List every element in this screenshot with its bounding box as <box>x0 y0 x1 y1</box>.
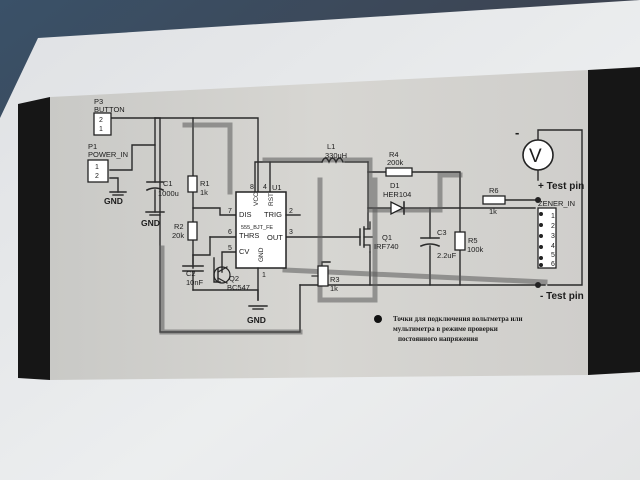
svg-text:R1: R1 <box>200 179 210 188</box>
svg-text:5: 5 <box>228 245 232 252</box>
gnd-symbol-u1: GND <box>247 305 268 325</box>
d1-diode: D1 HER104 <box>383 181 411 216</box>
svg-text:BUTTON: BUTTON <box>94 105 125 114</box>
svg-text:7: 7 <box>228 208 232 215</box>
svg-text:1k: 1k <box>330 284 338 293</box>
zener-in-connector: ZENER_IN 1 2 3 4 5 6 <box>535 197 575 288</box>
svg-text:R2: R2 <box>174 222 184 231</box>
svg-text:GND: GND <box>258 247 265 262</box>
svg-text:2: 2 <box>95 173 99 180</box>
test-point-note: Точки для подключения вольтметра или мул… <box>374 315 523 343</box>
svg-text:POWER_IN: POWER_IN <box>88 150 128 159</box>
r2-resistor: R2 20k <box>172 221 198 241</box>
svg-text:VCC: VCC <box>253 192 260 206</box>
svg-text:THRS: THRS <box>239 231 259 240</box>
svg-text:V: V <box>529 146 542 167</box>
svg-text:мультиметра в режиме проверки: мультиметра в режиме проверки <box>393 325 498 333</box>
svg-text:CV: CV <box>239 247 249 256</box>
svg-text:GND: GND <box>104 196 123 206</box>
svg-text:C3: C3 <box>437 228 447 237</box>
q1-mosfet: Q1 IRF740 <box>359 221 399 253</box>
c1-capacitor: C1 1000u <box>145 179 179 198</box>
svg-text:R4: R4 <box>389 150 399 159</box>
svg-text:6: 6 <box>228 229 232 236</box>
svg-text:1: 1 <box>95 164 99 171</box>
svg-text:OUT: OUT <box>267 233 283 242</box>
svg-text:4: 4 <box>551 243 555 250</box>
svg-text:1k: 1k <box>489 207 497 216</box>
r6-resistor: R6 1k <box>482 186 506 216</box>
svg-text:3: 3 <box>551 233 555 240</box>
svg-text:C2: C2 <box>186 269 196 278</box>
l1-inductor: L1 330uH <box>321 142 347 164</box>
svg-text:U1: U1 <box>272 183 282 192</box>
svg-text:HER104: HER104 <box>383 190 411 199</box>
svg-text:3: 3 <box>289 229 293 236</box>
svg-text:8: 8 <box>250 184 254 191</box>
svg-text:- Test pin: - Test pin <box>540 291 584 302</box>
svg-text:555_BJT_FE: 555_BJT_FE <box>241 225 273 231</box>
svg-text:BC547: BC547 <box>227 283 250 292</box>
svg-text:4: 4 <box>263 184 267 191</box>
svg-text:10nF: 10nF <box>186 278 204 287</box>
svg-text:TRIG: TRIG <box>264 210 282 219</box>
svg-text:D1: D1 <box>390 181 400 190</box>
svg-text:2: 2 <box>551 223 555 230</box>
svg-text:ZENER_IN: ZENER_IN <box>538 199 575 208</box>
dark-band-right <box>588 67 640 375</box>
svg-text:5: 5 <box>551 252 555 259</box>
svg-text:2: 2 <box>289 208 293 215</box>
svg-text:6: 6 <box>551 261 555 268</box>
svg-text:C1: C1 <box>163 179 173 188</box>
svg-text:R5: R5 <box>468 236 478 245</box>
svg-text:Q1: Q1 <box>382 233 392 242</box>
r1-resistor: R1 1k <box>187 175 210 197</box>
p1-power-connector: P1 POWER_IN 1 2 <box>87 142 128 183</box>
svg-text:2: 2 <box>99 117 103 124</box>
svg-text:GND: GND <box>141 218 160 228</box>
svg-text:Точки для подключения вольтмет: Точки для подключения вольтметра или <box>393 315 523 323</box>
gnd-symbol-c1: GND <box>141 211 165 228</box>
svg-text:RST: RST <box>268 193 275 206</box>
r5-resistor: R5 100k <box>454 231 484 254</box>
svg-text:DIS: DIS <box>239 210 252 219</box>
svg-text:2.2uF: 2.2uF <box>437 251 457 260</box>
svg-text:постоянного напряжения: постоянного напряжения <box>398 335 478 343</box>
svg-text:GND: GND <box>247 315 266 325</box>
svg-text:+ Test pin: + Test pin <box>538 181 584 192</box>
svg-text:20k: 20k <box>172 231 184 240</box>
svg-text:1: 1 <box>551 213 555 220</box>
u1-555-timer: U1 555_BJT_FE DIS THRS CV TRIG OUT VCC R… <box>228 183 301 301</box>
svg-text:P1: P1 <box>88 142 97 151</box>
wires <box>109 117 583 333</box>
r4-resistor: R4 200k <box>385 150 413 177</box>
svg-text:330uH: 330uH <box>325 151 347 160</box>
r3-potentiometer: R3 1k <box>311 265 340 293</box>
c2-capacitor: C2 10nF <box>182 265 204 287</box>
svg-text:100k: 100k <box>467 245 484 254</box>
svg-text:R6: R6 <box>489 186 499 195</box>
svg-text:1: 1 <box>99 126 103 133</box>
svg-text:200k: 200k <box>387 158 404 167</box>
svg-text:Q2: Q2 <box>229 274 239 283</box>
svg-text:L1: L1 <box>327 142 335 151</box>
svg-text:1000u: 1000u <box>158 189 179 198</box>
q2-transistor: Q2 BC547 <box>213 266 250 292</box>
svg-text:P3: P3 <box>94 97 103 106</box>
voltmeter-symbol: V - + Test pin - Test pin <box>515 125 584 302</box>
svg-text:1: 1 <box>262 272 266 279</box>
svg-text:R3: R3 <box>330 275 340 284</box>
c3-capacitor: C3 2.2uF <box>419 228 457 260</box>
p3-button-connector: P3 BUTTON 2 1 <box>93 97 125 136</box>
svg-text:-: - <box>515 125 519 140</box>
dark-band-left <box>18 97 50 380</box>
svg-text:1k: 1k <box>200 188 208 197</box>
gnd-symbol-p1: GND <box>104 191 127 206</box>
svg-text:IRF740: IRF740 <box>374 242 399 251</box>
